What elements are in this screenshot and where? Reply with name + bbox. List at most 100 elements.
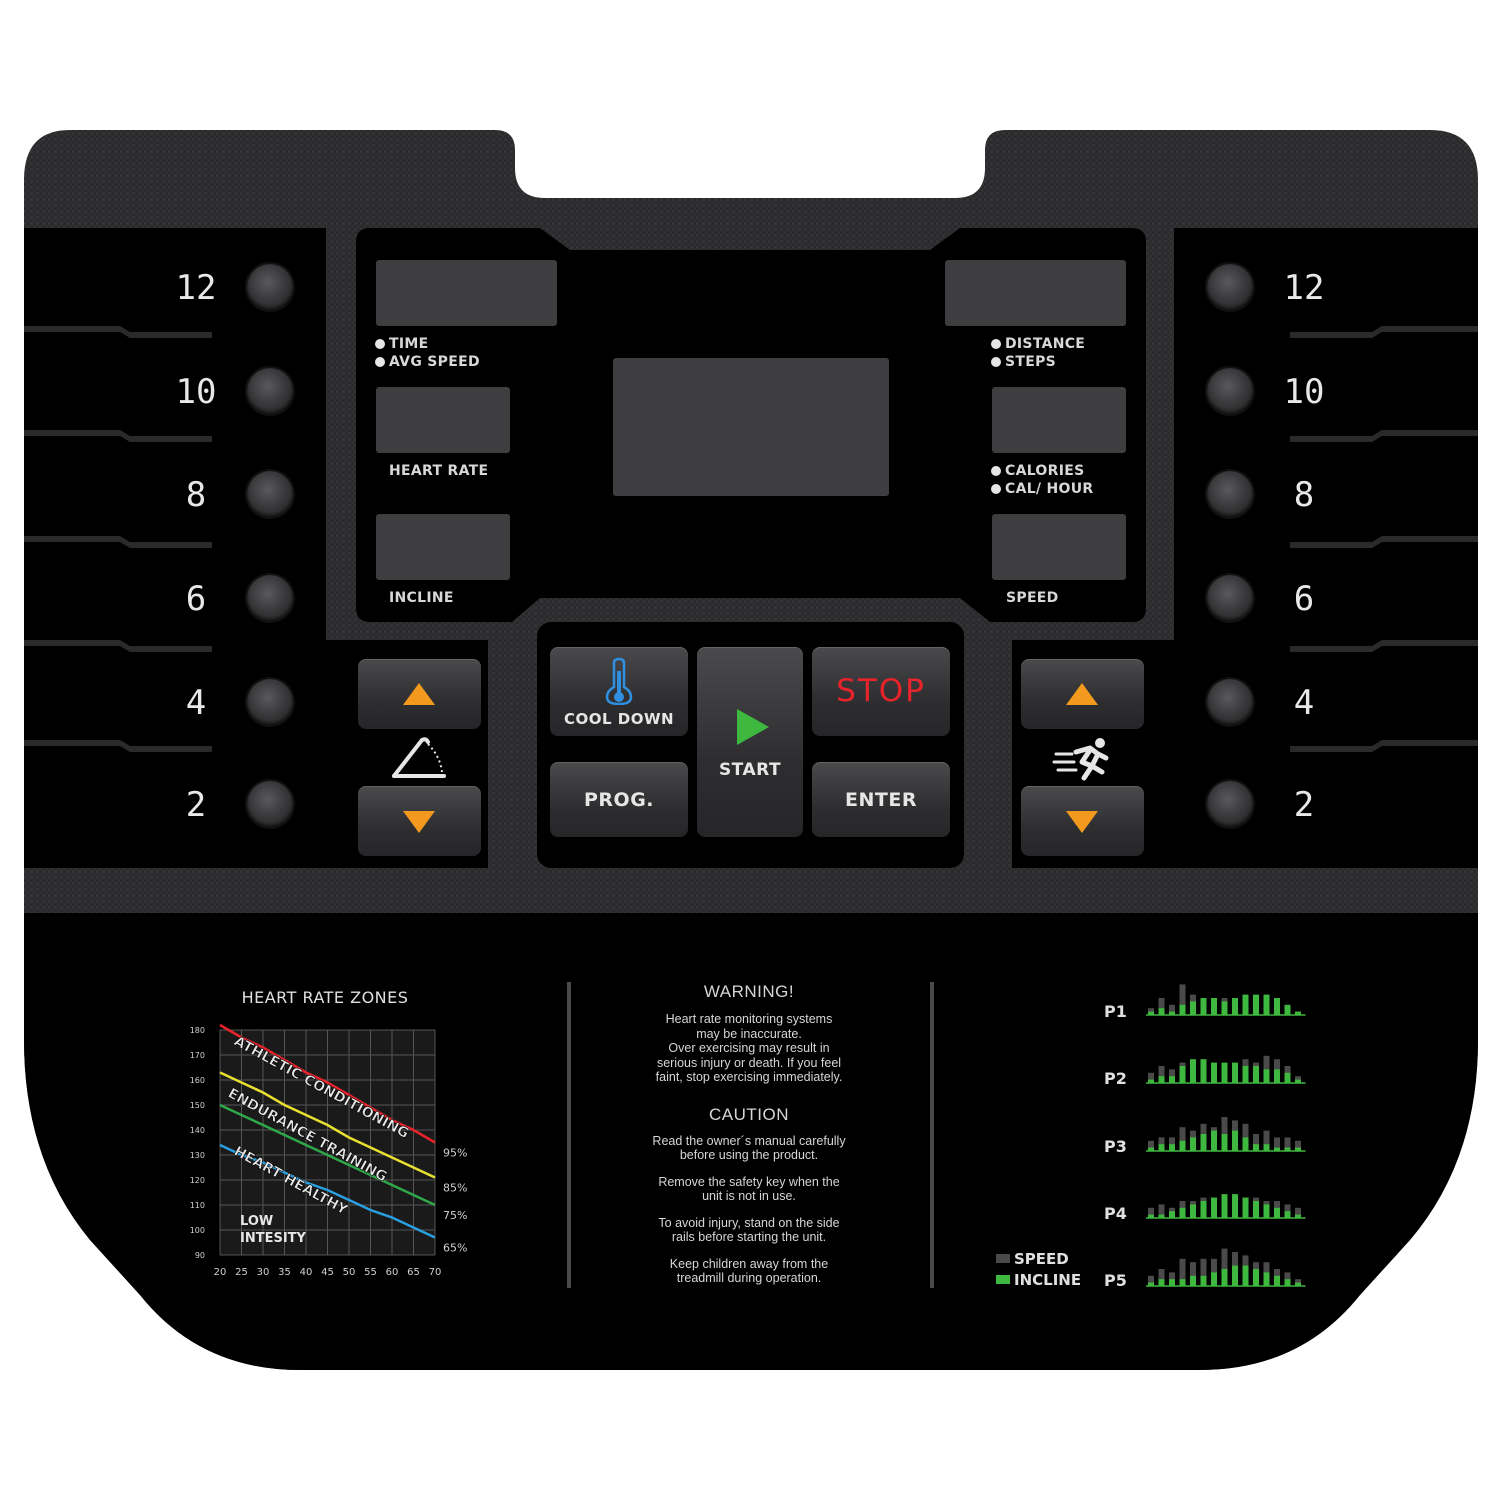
heart-rate-display xyxy=(376,387,510,453)
caution-line: before using the product. xyxy=(679,1148,819,1162)
speed-bar xyxy=(1169,1272,1175,1286)
incline-bar xyxy=(1242,1197,1249,1218)
incline-quick-label-6: 6 xyxy=(185,579,207,619)
y-tick-label: 120 xyxy=(190,1176,205,1185)
caution-title: CAUTION xyxy=(709,1104,789,1124)
runner-icon xyxy=(1052,738,1109,781)
x-tick-label: 30 xyxy=(257,1267,270,1278)
incline-bar xyxy=(1253,1201,1259,1218)
speed-quick-key-6-button[interactable] xyxy=(1207,575,1253,621)
speed-down-button[interactable] xyxy=(1021,786,1144,856)
speed-swatch-icon xyxy=(996,1254,1010,1263)
y-tick-label: 100 xyxy=(190,1226,205,1235)
distance-display xyxy=(945,260,1126,326)
cal-hour-label: CAL/ HOUR xyxy=(991,481,1093,497)
speed-up-button[interactable] xyxy=(1021,659,1144,729)
speed-quick-key-12-button[interactable] xyxy=(1207,264,1253,310)
incline-bar xyxy=(1232,1062,1238,1083)
incline-bar xyxy=(1242,1066,1249,1083)
speed-bar xyxy=(1148,1072,1154,1083)
stop-button[interactable]: STOP xyxy=(812,647,950,736)
start-button[interactable]: START xyxy=(697,647,803,837)
chart-title: HEART RATE ZONES xyxy=(241,988,409,1007)
speed-quick-key-8-button[interactable] xyxy=(1207,471,1253,517)
zone-percent-label: 95% xyxy=(443,1147,467,1160)
incline-bar xyxy=(1221,1134,1228,1151)
incline-down-button[interactable] xyxy=(358,786,481,856)
incline-bar xyxy=(1295,1282,1301,1286)
incline-quick-key-12-button[interactable] xyxy=(247,264,293,310)
x-tick-label: 65 xyxy=(407,1267,420,1278)
speed-quick-label-4: 4 xyxy=(1293,683,1315,723)
calories-label: CALORIES xyxy=(991,463,1084,479)
incline-bar xyxy=(1211,1130,1217,1151)
speed-quick-label-8: 8 xyxy=(1293,475,1315,515)
incline-bar xyxy=(1263,994,1270,1015)
speed-bar xyxy=(1179,984,1186,1015)
x-tick-label: 45 xyxy=(321,1267,334,1278)
speed-bar xyxy=(1221,1248,1228,1286)
speed-quick-key-2-button[interactable] xyxy=(1207,781,1253,827)
caution-line: unit is not in use. xyxy=(702,1189,796,1203)
incline-bar xyxy=(1169,1211,1175,1218)
prog-label: PROG. xyxy=(583,789,655,811)
incline-bar xyxy=(1200,1201,1207,1218)
incline-up-button[interactable] xyxy=(358,659,481,729)
incline-icon xyxy=(392,737,446,778)
caution-line: rails before starting the unit. xyxy=(671,1230,827,1244)
incline-bar xyxy=(1263,1204,1270,1218)
incline-quick-key-10-button[interactable] xyxy=(247,368,293,414)
warning-line: Heart rate monitoring systems xyxy=(665,1012,833,1026)
speed-bar xyxy=(1169,1069,1175,1083)
zone-line-0 xyxy=(219,1023,436,1144)
program-label-p5: P5 xyxy=(1104,1271,1127,1290)
incline-bar xyxy=(1274,1147,1280,1151)
incline-bar xyxy=(1295,1011,1301,1015)
y-tick-label: 90 xyxy=(195,1251,205,1260)
incline-quick-label-4: 4 xyxy=(185,683,207,723)
arrow-down-icon xyxy=(1066,811,1098,833)
steps-label: STEPS xyxy=(991,354,1056,370)
cool-down-button[interactable]: COOL DOWN xyxy=(550,647,688,736)
incline-bar xyxy=(1284,1279,1291,1286)
indicator-dot-icon xyxy=(991,339,1001,349)
incline-bar xyxy=(1274,998,1280,1015)
incline-quick-key-6-button[interactable] xyxy=(247,575,293,621)
indicator-dot-icon xyxy=(991,484,1001,494)
warning-line: faint, stop exercising immediately. xyxy=(655,1070,843,1084)
warning-line: serious injury or death. If you feel xyxy=(656,1055,842,1070)
incline-bar xyxy=(1253,1066,1259,1083)
x-tick-label: 55 xyxy=(364,1267,377,1278)
speed-bar xyxy=(1148,1140,1154,1151)
y-tick-label: 110 xyxy=(190,1201,205,1210)
incline-bar xyxy=(1190,1001,1196,1015)
incline-bar xyxy=(1274,1207,1280,1218)
speed-bar xyxy=(1158,1066,1165,1083)
speed-bar xyxy=(1158,1137,1165,1151)
incline-bar xyxy=(1190,1137,1196,1151)
incline-bar xyxy=(1158,1076,1165,1083)
zone-name-label: LOW xyxy=(240,1214,273,1229)
speed-bar xyxy=(1190,1262,1196,1286)
incline-bar xyxy=(1211,1062,1217,1083)
speed-quick-key-4-button[interactable] xyxy=(1207,679,1253,725)
incline-bar xyxy=(1158,1214,1165,1218)
incline-bar xyxy=(1253,1269,1259,1286)
prog-button[interactable]: PROG. xyxy=(550,762,688,837)
incline-bar xyxy=(1179,1140,1186,1151)
speed-quick-key-10-button[interactable] xyxy=(1207,368,1253,414)
speed-bar xyxy=(1169,1137,1175,1151)
incline-bar xyxy=(1169,1144,1175,1151)
enter-button[interactable]: ENTER xyxy=(812,762,950,837)
incline-bar xyxy=(1211,998,1217,1015)
incline-quick-key-8-button[interactable] xyxy=(247,471,293,517)
incline-bar xyxy=(1242,1137,1249,1151)
heart-rate-label: HEART RATE xyxy=(389,463,489,479)
speed-bar xyxy=(1295,1076,1301,1083)
legend-speed: SPEED xyxy=(996,1250,1069,1268)
incline-quick-key-4-button[interactable] xyxy=(247,679,293,725)
incline-quick-key-2-button[interactable] xyxy=(247,781,293,827)
caution-line: Keep children away from the xyxy=(669,1256,829,1271)
incline-bar xyxy=(1253,994,1259,1015)
